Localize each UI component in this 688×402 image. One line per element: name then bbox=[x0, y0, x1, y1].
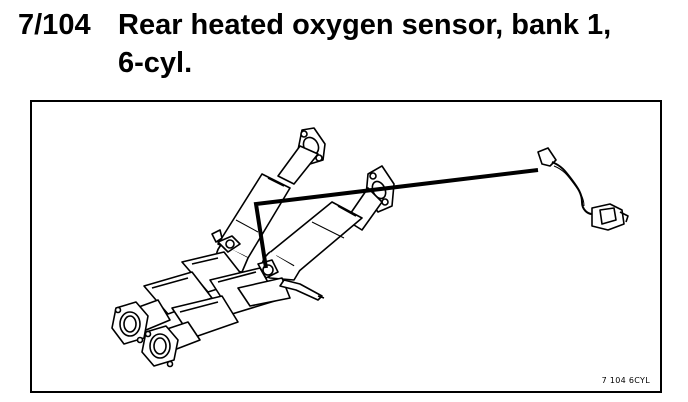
illustration-frame: 7 104 6CYL bbox=[30, 100, 662, 393]
mounting-bracket bbox=[279, 279, 325, 301]
figure-code: 7 104 6CYL bbox=[601, 376, 650, 385]
sensor-boss-left bbox=[211, 229, 241, 253]
upper-inlet-pipe bbox=[277, 145, 319, 185]
section-number: 7/104 bbox=[18, 9, 91, 41]
section-title-line-2: 6-cyl. bbox=[118, 47, 193, 79]
sensor-harness bbox=[537, 147, 629, 231]
exhaust-system-illustration bbox=[111, 127, 629, 368]
section-title-line-1: Rear heated oxygen sensor, bank 1, bbox=[118, 9, 612, 41]
left-manifold-flange bbox=[111, 301, 149, 345]
section-title: Rear heated oxygen sensor, bank 1, 6-cyl… bbox=[118, 6, 678, 82]
sensor-callout-line bbox=[253, 168, 539, 269]
right-manifold-flange bbox=[141, 325, 179, 368]
